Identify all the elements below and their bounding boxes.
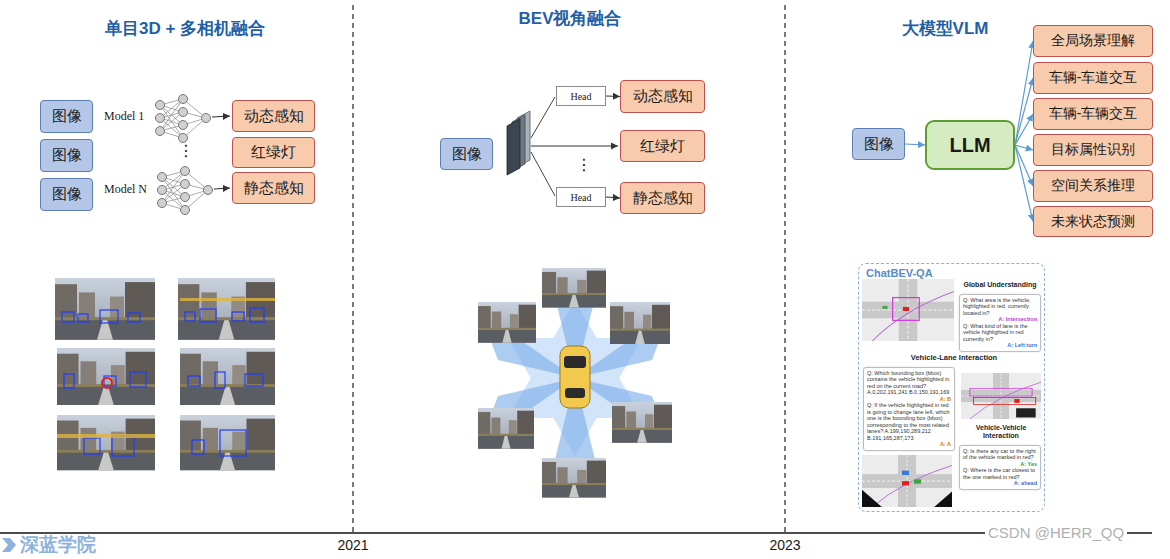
node-label: 图像 — [452, 145, 482, 164]
qa-answer: A: Intersection — [963, 316, 1037, 322]
qa-card: Q: Is there any car to the right of the … — [959, 445, 1041, 490]
qa-question: Q: If the vehicle highlighted in red is … — [867, 402, 951, 441]
task-box: 目标属性识别 — [1033, 134, 1153, 166]
head-box: Head — [556, 187, 606, 207]
arrow-connector — [1015, 41, 1033, 145]
watermark: 深蓝学院 — [20, 535, 96, 556]
node-label: 动态感知 — [244, 107, 304, 126]
output-box: 红绿灯 — [620, 130, 705, 162]
annotation: Model 1 — [104, 110, 144, 123]
node-label: 红绿灯 — [251, 143, 296, 162]
arrow-connector — [1015, 145, 1033, 222]
neural-net-icon — [158, 167, 213, 215]
watermark-logo — [2, 538, 16, 552]
arrow-connector — [905, 144, 925, 145]
qa-answer: A: B — [867, 396, 951, 402]
node-label: 空间关系推理 — [1051, 177, 1135, 195]
node-label: 未来状态预测 — [1051, 213, 1135, 231]
node-label: 静态感知 — [633, 189, 693, 208]
bev-thumbnail — [862, 455, 952, 507]
output-box: 动态感知 — [620, 80, 705, 113]
section-heading: Vehicle-Vehicle Interaction — [959, 424, 1043, 440]
task-box: 未来状态预测 — [1033, 206, 1153, 237]
bev-thumbnail — [862, 279, 954, 341]
arrow-connector — [1015, 114, 1033, 145]
image-box: 图像 — [440, 138, 493, 170]
arrow-connector — [1015, 78, 1033, 145]
connector-line — [531, 152, 555, 196]
qa-question: Q: Which bounding box (bbox) contains th… — [867, 370, 951, 396]
timeline-year: 2021 — [323, 538, 383, 553]
qa-question: Q: What kind of lane is the vehicle high… — [963, 323, 1037, 342]
qa-question: Q: Is there any car to the right of the … — [963, 448, 1037, 461]
node-label: Head — [570, 192, 591, 203]
qa-question: Q: What area is the vehicle, highlighted… — [963, 297, 1037, 316]
node-label: 静态感知 — [244, 179, 304, 198]
image-box: 图像 — [40, 139, 93, 172]
annotation: Model N — [104, 183, 147, 196]
camera-photo-grid — [55, 278, 275, 470]
surround-camera-illustration — [478, 268, 672, 498]
node-label: 全局场景理解 — [1051, 32, 1135, 50]
task-box: 车辆-车道交互 — [1033, 62, 1153, 94]
node-label: 图像 — [52, 146, 82, 165]
output-box: 红绿灯 — [232, 137, 315, 168]
task-box: 空间关系推理 — [1033, 170, 1153, 202]
node-label: 车辆-车辆交互 — [1049, 105, 1138, 123]
node-label: 图像 — [52, 185, 82, 204]
arrow-connector — [606, 95, 620, 97]
arrow — [214, 188, 230, 189]
qa-answer: A: ahead — [963, 480, 1037, 486]
arrow-connector — [1015, 145, 1033, 186]
watermark: CSDN @HERR_QQ — [985, 525, 1127, 542]
llm-box: LLM — [925, 120, 1015, 170]
neural-net-icon — [156, 95, 211, 143]
qa-answer: A: Left turn — [963, 342, 1037, 348]
node-label: Head — [570, 91, 591, 102]
arrow-connector — [606, 197, 620, 198]
node-label: 图像 — [864, 135, 894, 154]
panel-title: BEV视角融合 — [470, 10, 670, 29]
qa-card: Q: What area is the vehicle, highlighted… — [959, 294, 1041, 352]
section-heading: Vehicle-Lane Interaction — [899, 354, 1009, 363]
timeline — [0, 532, 1152, 534]
bev-thumbnail — [961, 373, 1041, 419]
node-label: 图像 — [52, 107, 82, 126]
output-box: 动态感知 — [232, 100, 315, 132]
arrow — [212, 116, 230, 117]
qa-panel: ChatBEV-QA Global UnderstandingVehicle-La… — [858, 263, 1045, 512]
qa-card: Q: Which bounding box (bbox) contains th… — [863, 367, 955, 451]
bev-feature-icon — [507, 111, 530, 175]
qa-question: Q: Where is the car closest to the one m… — [963, 467, 1037, 480]
head-box: Head — [556, 86, 606, 106]
arrow-connector — [1015, 145, 1033, 150]
image-box: 图像 — [40, 100, 93, 133]
panel-title: 大模型VLM — [870, 20, 1020, 39]
divider-line — [352, 5, 353, 533]
section-heading: Global Understanding — [957, 281, 1043, 289]
output-box: 静态感知 — [620, 182, 705, 214]
annotation: ⋮ — [178, 142, 194, 160]
image-box: 图像 — [40, 178, 93, 211]
node-label: 动态感知 — [633, 87, 693, 106]
output-box: 静态感知 — [232, 172, 315, 204]
node-label: 红绿灯 — [640, 137, 685, 156]
qa-answer: A: Yes — [963, 461, 1037, 467]
task-box: 全局场景理解 — [1033, 25, 1153, 57]
annotation: ⋮ — [576, 156, 592, 174]
node-label: 目标属性识别 — [1051, 141, 1135, 159]
timeline-year: 2023 — [755, 538, 815, 553]
connector-line — [531, 97, 555, 138]
node-label: LLM — [949, 134, 990, 157]
arrow — [531, 145, 618, 146]
node-label: 车辆-车道交互 — [1049, 69, 1138, 87]
panel-title: 单目3D + 多相机融合 — [40, 20, 330, 39]
task-box: 车辆-车辆交互 — [1033, 98, 1153, 130]
panel-title: ChatBEV-QA — [866, 267, 933, 280]
qa-answer: A: A — [867, 441, 951, 447]
image-box: 图像 — [852, 128, 905, 160]
divider-line — [784, 5, 785, 533]
